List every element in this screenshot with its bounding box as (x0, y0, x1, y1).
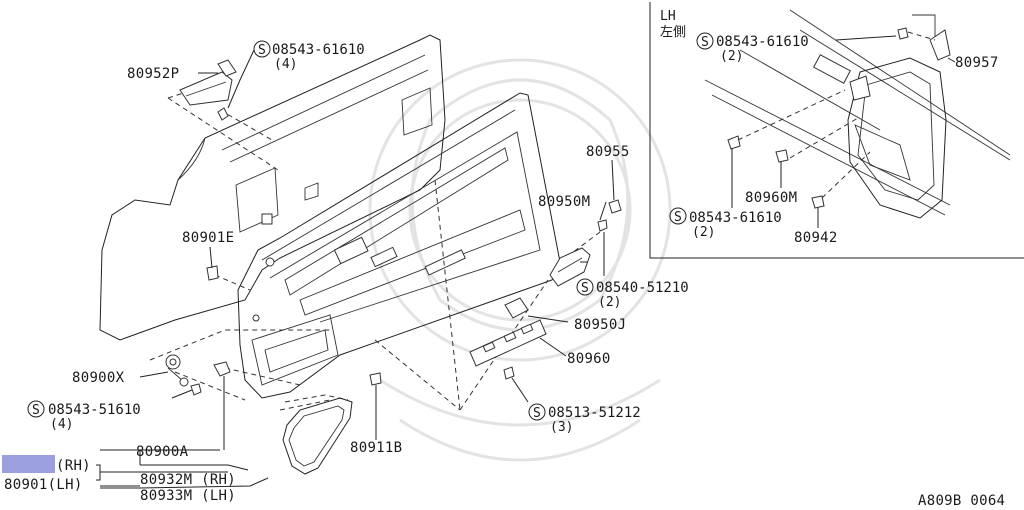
handle-80950M-drawing (549, 247, 591, 287)
label-08543-61610-main: 08543-61610 (272, 42, 365, 58)
door-outer-panel (99, 34, 446, 341)
screw-icon (217, 107, 229, 121)
label-08513-51212: 08513-51212 (548, 405, 641, 421)
highlight-swatch (2, 455, 55, 473)
screw-icon (503, 366, 515, 380)
label-80960M: 80960M (745, 190, 797, 206)
svg-text:S: S (701, 35, 709, 50)
bracket-80952P-drawing (179, 59, 237, 106)
door-trim-panel (237, 92, 561, 399)
label-80960: 80960 (567, 351, 611, 367)
label-80942: 80942 (794, 230, 838, 246)
label-80900X: 80900X (72, 370, 125, 386)
pocket-80932M-drawing (282, 397, 353, 475)
svg-text:S: S (581, 281, 589, 296)
leader-lines (96, 49, 615, 489)
label-rh: (RH) (56, 458, 91, 474)
label-80900A: 80900A (136, 444, 189, 460)
svg-text:S: S (258, 43, 266, 58)
qty-2-inset-bottom: (2) (692, 225, 715, 240)
label-80950J: 80950J (574, 317, 626, 333)
svg-text:S: S (533, 406, 541, 421)
label-80911B: 80911B (350, 440, 402, 456)
screw-symbol-letters: S S S S S S (32, 35, 709, 421)
clip-80900A-drawing (213, 361, 231, 377)
switch-plate-80960-drawing (469, 319, 547, 367)
label-08540-51210: 08540-51210 (596, 280, 689, 296)
label-08543-61610-inset-top: 08543-61610 (716, 34, 809, 50)
lh-inset-panel (649, 2, 1024, 259)
qty-2-08540: (2) (598, 295, 621, 310)
watermark-emblem (368, 58, 672, 462)
label-80932M-rh: 80932M (RH) (140, 472, 236, 488)
label-80901-lh: 80901(LH) (4, 477, 83, 493)
svg-text:S: S (674, 210, 682, 225)
inset-guide-lines (731, 31, 956, 228)
cap-80955-drawing (608, 199, 622, 214)
qty-2-inset-top: (2) (720, 49, 743, 64)
qty-4-08543-51610: (4) (50, 417, 73, 432)
screw-symbol-markers (27, 32, 714, 421)
inset-title-kanji: 左側 (660, 25, 686, 40)
screw-icon (597, 219, 608, 232)
screw-icon (190, 383, 202, 396)
label-80955: 80955 (586, 144, 630, 160)
label-80957: 80957 (955, 55, 999, 71)
label-80952P: 80952P (127, 66, 179, 82)
label-08543-61610-inset-bottom: 08543-61610 (689, 210, 782, 226)
diagram-code: A809B 0064 (918, 493, 1005, 509)
clip-80901E-drawing (206, 265, 219, 281)
qty-4-main: (4) (274, 57, 297, 72)
inset-title-lh: LH (660, 9, 676, 24)
label-08543-51610: 08543-51610 (48, 402, 141, 418)
label-80950M: 80950M (538, 194, 590, 210)
label-80933M-lh: 80933M (LH) (140, 488, 236, 504)
label-80901E: 80901E (182, 230, 234, 246)
screw-80911B-drawing (369, 372, 382, 386)
bushing-80900X-drawing (165, 354, 189, 387)
svg-text:S: S (32, 403, 40, 418)
bracket-80950J-drawing (504, 297, 529, 319)
qty-3: (3) (550, 420, 573, 435)
